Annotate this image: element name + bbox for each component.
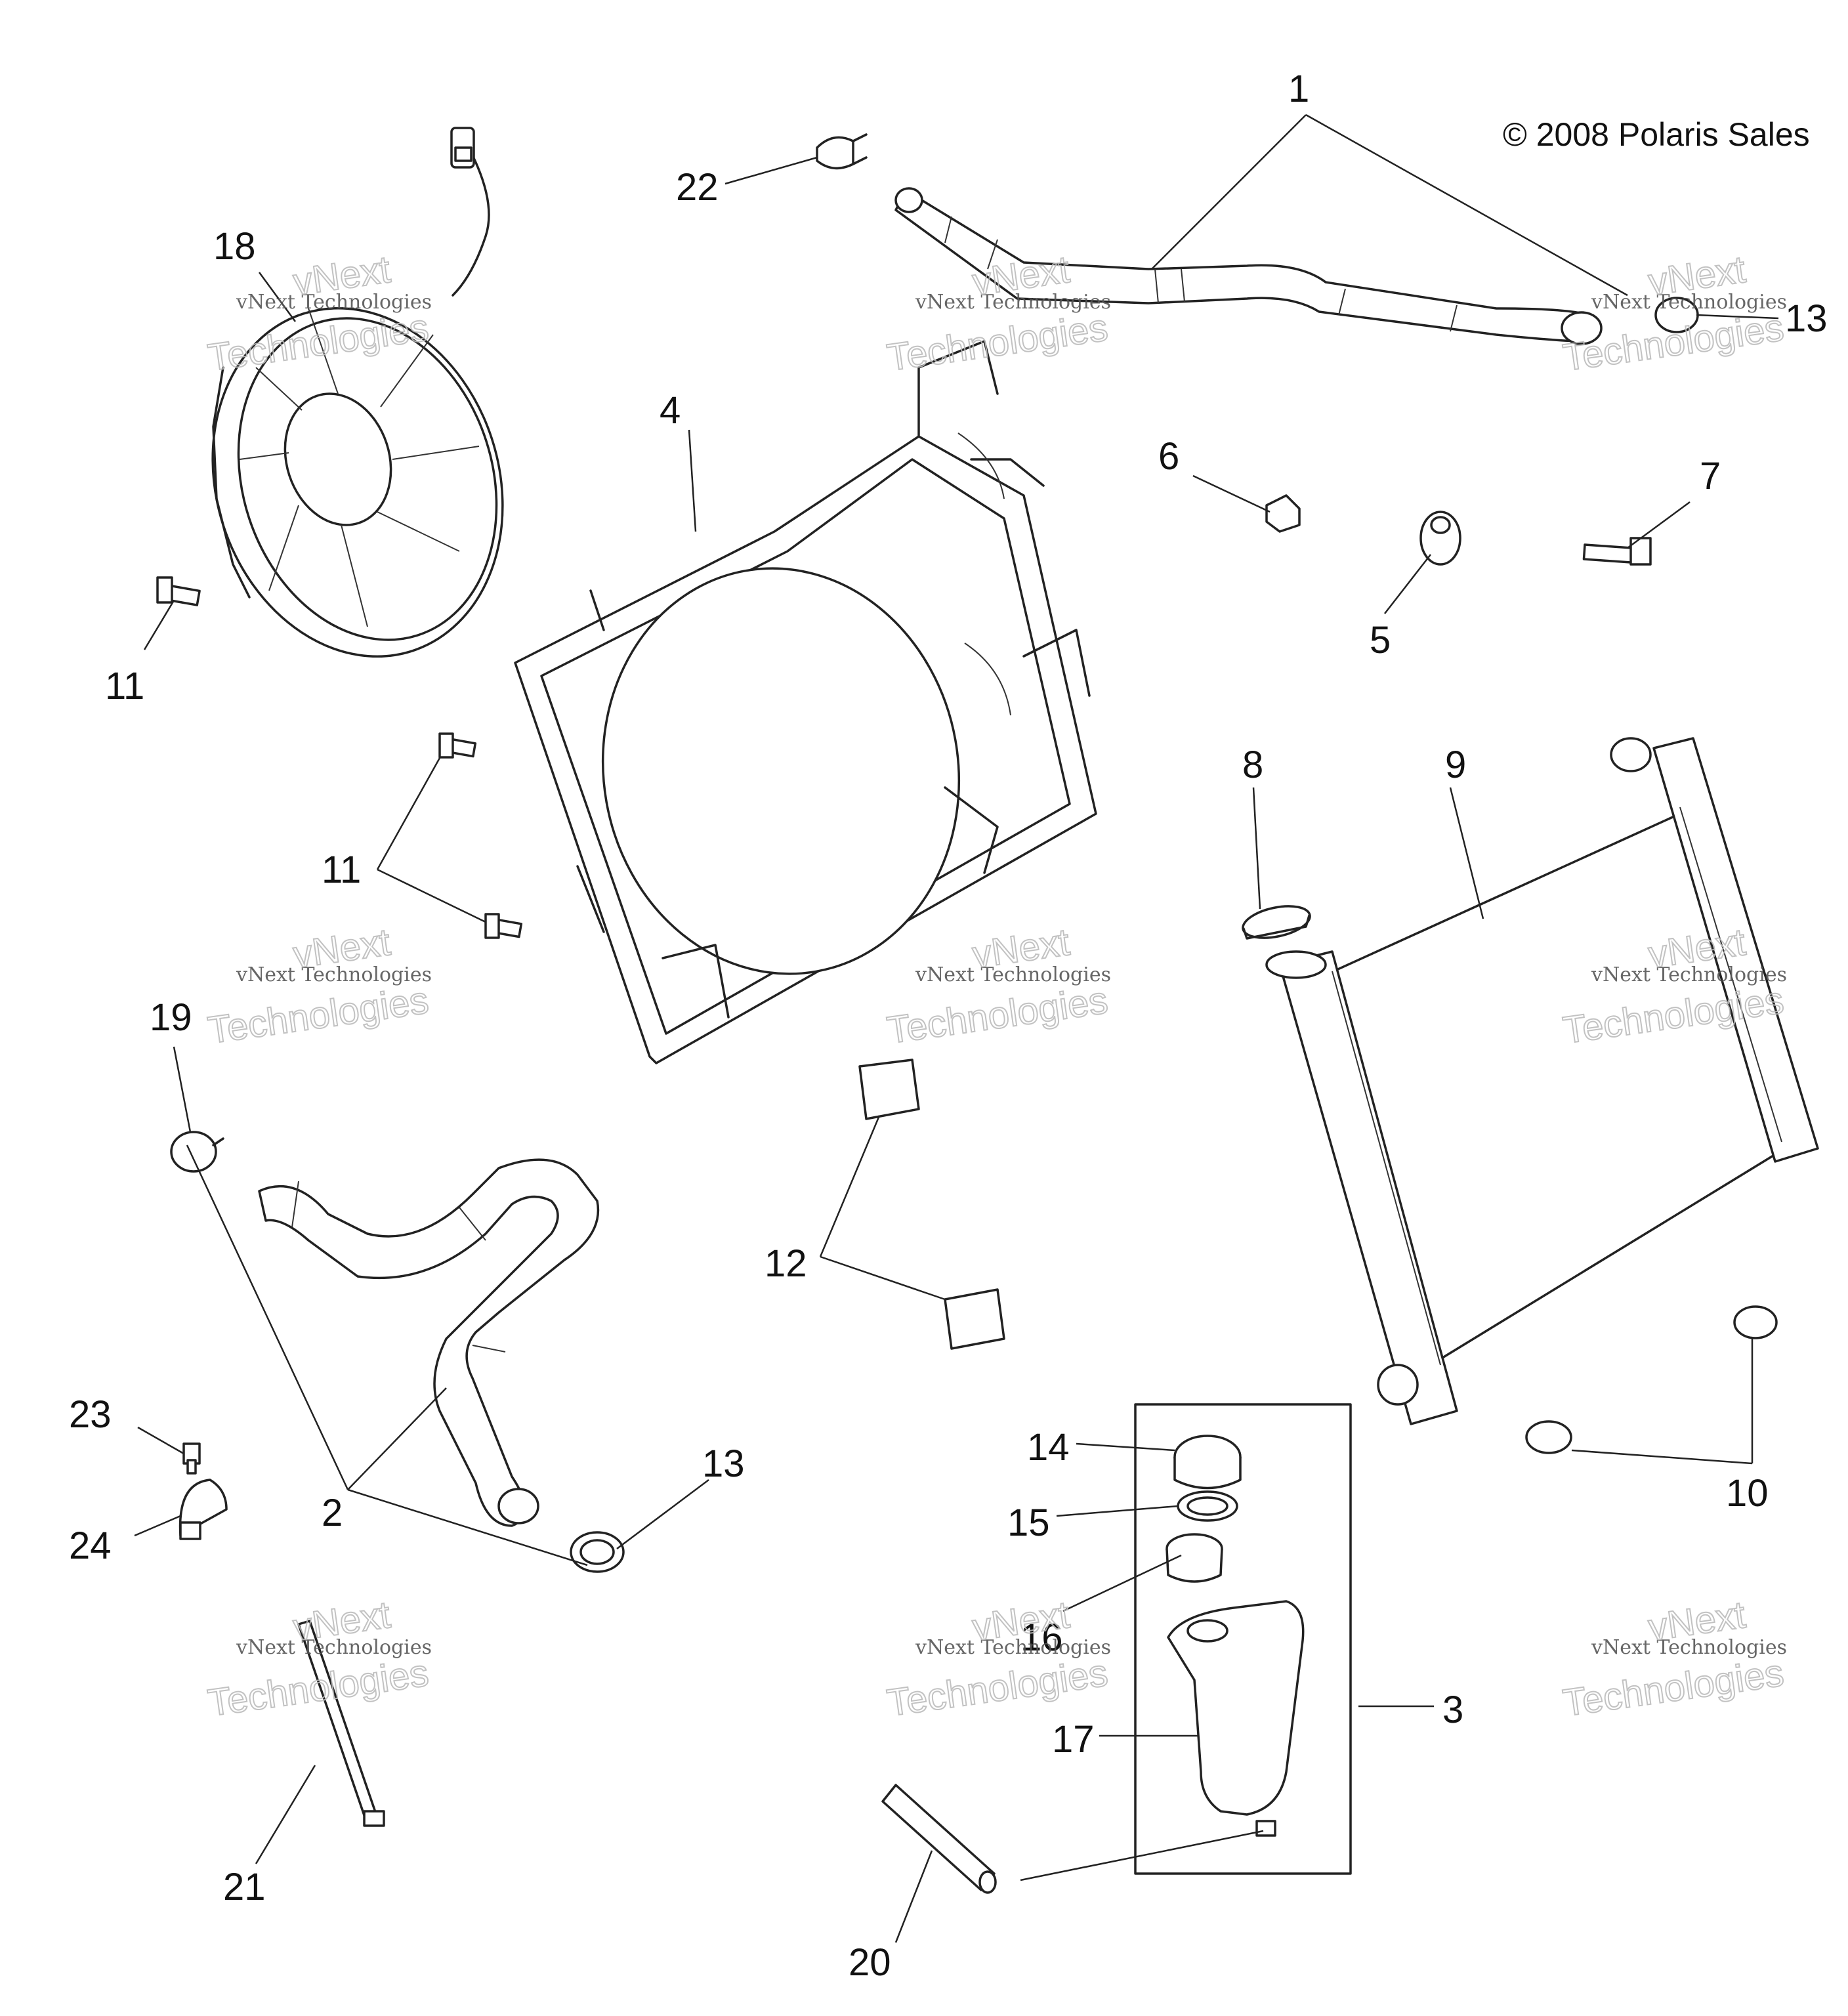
callout-17: 17 [1052, 1718, 1095, 1761]
part-fan-shroud [514, 340, 1097, 1064]
watermark: vNext Technologies vNext Technologies [884, 920, 1111, 1053]
callout-19: 19 [150, 996, 192, 1039]
leader-lines [134, 114, 1779, 1943]
callout-23: 23 [69, 1393, 112, 1436]
part-7-bolt [1582, 537, 1652, 566]
svg-text:vNext Technologies: vNext Technologies [915, 291, 1111, 314]
part-12-brackets [858, 1059, 1005, 1350]
watermark: vNext Technologies vNext Technologies [1560, 1593, 1787, 1725]
svg-text:vNext Technologies: vNext Technologies [236, 1636, 432, 1659]
svg-text:vNext Technologies: vNext Technologies [1591, 963, 1787, 986]
part-24-clamp [178, 1479, 228, 1540]
callout-13-upper: 13 [1785, 297, 1828, 340]
callout-8: 8 [1242, 744, 1263, 786]
watermark: vNext Technologies vNext Technologies [1560, 247, 1787, 380]
svg-text:Technologies: Technologies [885, 1651, 1110, 1724]
part-8-radiator-cap [1242, 905, 1311, 940]
callout-21: 21 [223, 1866, 266, 1908]
svg-text:vNext Technologies: vNext Technologies [236, 291, 432, 314]
part-radiator [1265, 737, 1819, 1425]
part-3-recovery-bottle-assembly [1134, 1403, 1352, 1875]
callout-22: 22 [676, 166, 719, 209]
part-11-bolt-mid [438, 732, 523, 939]
part-19-clamp [170, 1131, 224, 1173]
part-fan-assembly [211, 127, 504, 658]
part-13-clamp-lower [570, 1531, 625, 1573]
callout-13-lower: 13 [702, 1442, 745, 1485]
part-21-tie-strap [297, 1620, 385, 1827]
svg-text:vNext Technologies: vNext Technologies [236, 963, 432, 986]
part-5-grommet [1419, 511, 1461, 566]
callout-6: 6 [1158, 435, 1179, 478]
part-upper-hose [894, 187, 1603, 345]
svg-text:vNext Technologies: vNext Technologies [915, 963, 1111, 986]
callout-16: 16 [1020, 1616, 1063, 1659]
callout-1: 1 [1288, 68, 1309, 110]
svg-text:vNext Technologies: vNext Technologies [915, 1636, 1111, 1659]
part-22-clamp [816, 133, 868, 170]
callout-9: 9 [1445, 744, 1466, 786]
callout-14: 14 [1027, 1426, 1070, 1469]
svg-text:Technologies: Technologies [1561, 1651, 1786, 1724]
svg-text:vNext Technologies: vNext Technologies [1591, 291, 1787, 314]
callout-11-mid: 11 [322, 849, 361, 891]
part-10-grommets [1525, 1305, 1778, 1454]
svg-text:Technologies: Technologies [885, 978, 1110, 1051]
callout-7: 7 [1700, 455, 1721, 497]
watermark: vNext Technologies vNext Technologies [884, 1593, 1111, 1725]
watermark: vNext Technologies vNext Technologies [205, 1593, 432, 1725]
callout-5: 5 [1370, 619, 1391, 662]
part-11-bolt-upper [156, 576, 201, 606]
part-20-overflow-hose [881, 1784, 997, 1894]
svg-text:vNext Technologies: vNext Technologies [1591, 1636, 1787, 1659]
callout-4: 4 [660, 389, 681, 432]
callouts: 1 22 13 18 4 6 7 5 11 11 8 9 19 12 10 23… [69, 68, 1828, 1984]
callout-20: 20 [849, 1941, 891, 1984]
part-lower-hose [258, 1158, 600, 1527]
svg-text:Technologies: Technologies [205, 978, 431, 1051]
callout-10: 10 [1726, 1472, 1769, 1515]
part-6-nut [1265, 494, 1301, 533]
copyright-text: © 2008 Polaris Sales [1503, 116, 1810, 153]
callout-18: 18 [213, 225, 256, 268]
callout-11-upper: 11 [105, 665, 144, 707]
watermark: vNext Technologies vNext Technologies [205, 920, 432, 1053]
callout-12: 12 [765, 1242, 807, 1285]
part-23-bolt [182, 1442, 201, 1475]
svg-text:Technologies: Technologies [885, 306, 1110, 379]
callout-3: 3 [1442, 1689, 1463, 1731]
callout-2: 2 [322, 1492, 343, 1534]
callout-24: 24 [69, 1524, 112, 1567]
callout-15: 15 [1007, 1502, 1050, 1544]
